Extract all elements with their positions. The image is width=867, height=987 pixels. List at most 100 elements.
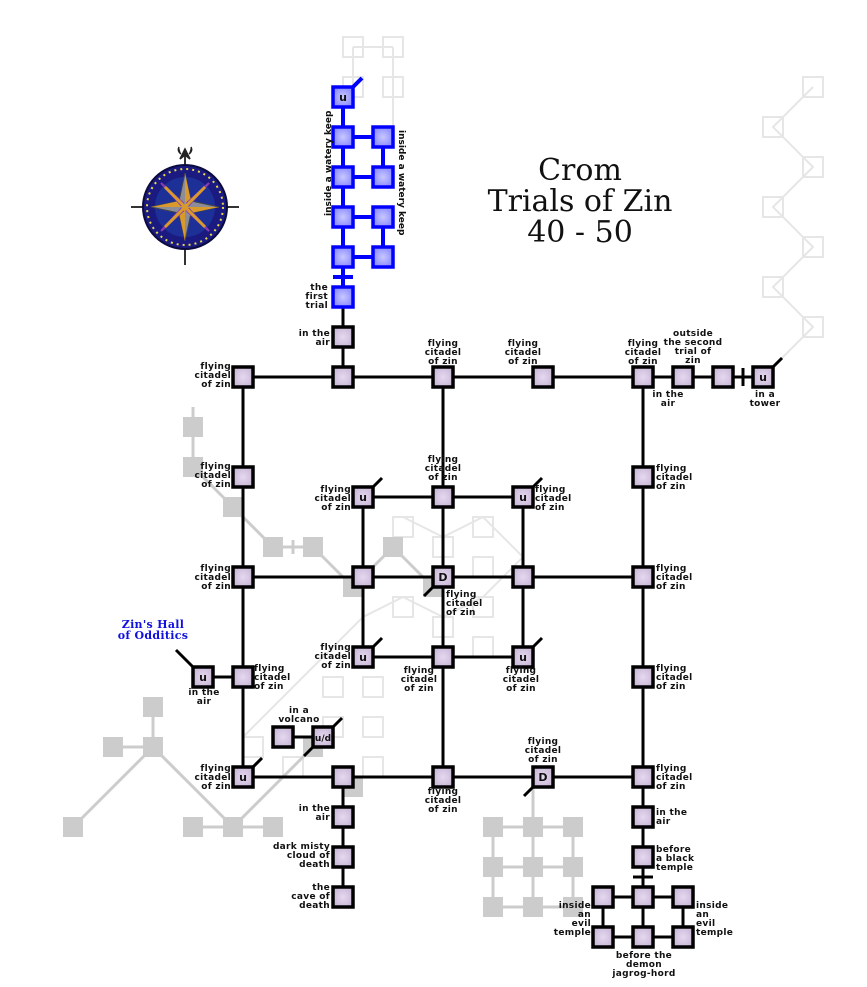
room[interactable] (671, 925, 695, 949)
title-zone: Crom (538, 153, 622, 188)
room-exit-ud[interactable]: u/d (311, 725, 335, 749)
title-level-range: 40 - 50 (527, 215, 633, 250)
room[interactable] (631, 365, 655, 389)
room-label: flying citadel of zin (400, 666, 438, 694)
room[interactable] (431, 485, 455, 509)
room-label: dark misty cloud of death (272, 842, 330, 870)
room-exit-u[interactable]: u (331, 85, 355, 109)
room-label: inside an evil temple (696, 901, 734, 938)
room[interactable] (331, 885, 355, 909)
room[interactable] (271, 725, 295, 749)
room[interactable] (331, 125, 355, 149)
room-exit-D[interactable]: D (531, 765, 555, 789)
room[interactable] (371, 125, 395, 149)
room[interactable] (331, 365, 355, 389)
room[interactable] (711, 365, 735, 389)
room[interactable] (531, 365, 555, 389)
room[interactable] (331, 325, 355, 349)
room[interactable] (231, 365, 255, 389)
room-label: flying citadel of zin (535, 485, 572, 513)
title-area: Trials of Zin (487, 184, 673, 219)
room[interactable] (331, 205, 355, 229)
room-label: outside the second trial of zin (663, 329, 723, 366)
exit-marker-u: u (199, 671, 207, 684)
room[interactable] (511, 565, 535, 589)
room-label: before a black temple (656, 845, 695, 873)
room[interactable] (591, 885, 615, 909)
room[interactable] (631, 565, 655, 589)
room[interactable] (631, 925, 655, 949)
room-label: in a tower (749, 390, 781, 409)
room-label: in the air (298, 329, 330, 348)
room-label: flying citadel of zin (424, 455, 462, 483)
room[interactable] (671, 885, 695, 909)
room-label: flying citadel of zin (424, 339, 462, 367)
room[interactable] (331, 765, 355, 789)
exit-marker-u: u (519, 651, 527, 664)
room[interactable] (631, 665, 655, 689)
room-exit-u[interactable]: u (511, 485, 535, 509)
room-label: flying citadel of zin (194, 764, 231, 792)
room-exit-u[interactable]: u (231, 765, 255, 789)
room[interactable] (631, 765, 655, 789)
room[interactable] (231, 665, 255, 689)
map-title: Crom Trials of Zin 40 - 50 (470, 155, 690, 248)
room[interactable] (631, 885, 655, 909)
room-label: in a volcano (278, 706, 320, 725)
ghost-layer-faint (242, 36, 824, 778)
room-exit-u[interactable]: u (511, 645, 535, 669)
room[interactable] (331, 845, 355, 869)
room-label: flying citadel of zin (424, 787, 462, 815)
room-exit-u[interactable]: u (751, 365, 775, 389)
room-label: in the air (298, 804, 330, 823)
room-label: flying citadel of zin (656, 564, 693, 592)
compass-rose-icon (131, 146, 239, 265)
room[interactable] (591, 925, 615, 949)
ghost-layer-grey (63, 407, 583, 917)
room-label: flying citadel of zin (504, 339, 542, 367)
room[interactable] (671, 365, 695, 389)
exit-marker-u: u (359, 491, 367, 504)
room-exit-u[interactable]: u (351, 485, 375, 509)
room-exit-D[interactable]: D (431, 565, 455, 589)
room-label: the first trial (305, 283, 328, 311)
exit-marker-u: u (239, 771, 247, 784)
room[interactable] (371, 165, 395, 189)
room[interactable] (231, 565, 255, 589)
room-label: flying citadel of zin (624, 339, 662, 367)
room[interactable] (431, 765, 455, 789)
exit-marker-u: u (339, 91, 347, 104)
room-label: flying citadel of zin (194, 362, 231, 390)
room[interactable] (371, 205, 395, 229)
room[interactable] (331, 165, 355, 189)
room[interactable] (231, 465, 255, 489)
room[interactable] (431, 645, 455, 669)
room-label: flying citadel of zin (194, 462, 231, 490)
room[interactable] (631, 465, 655, 489)
room-label: in the air (652, 390, 684, 409)
room-label: flying citadel of zin (194, 564, 231, 592)
room[interactable] (631, 805, 655, 829)
room[interactable] (631, 845, 655, 869)
room[interactable] (331, 285, 355, 309)
exit-marker-u: u (359, 651, 367, 664)
zins-hall-link[interactable]: Zin's Hall of Odditics (117, 618, 189, 642)
room-label: flying citadel of zin (254, 664, 291, 692)
room-label: inside an evil temple (553, 901, 591, 938)
room-label: flying citadel of zin (502, 666, 540, 694)
room-exit-u[interactable]: u (351, 645, 375, 669)
exit-marker-D: D (438, 571, 447, 584)
room[interactable] (431, 365, 455, 389)
room[interactable] (351, 565, 375, 589)
exit-marker-D: D (538, 771, 547, 784)
room[interactable] (331, 245, 355, 269)
room-exit-u[interactable]: u (191, 665, 215, 689)
exit-marker-ud: u/d (315, 734, 331, 744)
room[interactable] (331, 805, 355, 829)
room-label: before the demon jagrog-hord (612, 951, 676, 979)
room[interactable] (371, 245, 395, 269)
room-label: flying citadel of zin (656, 664, 693, 692)
room-label: the cave of death (291, 883, 330, 911)
